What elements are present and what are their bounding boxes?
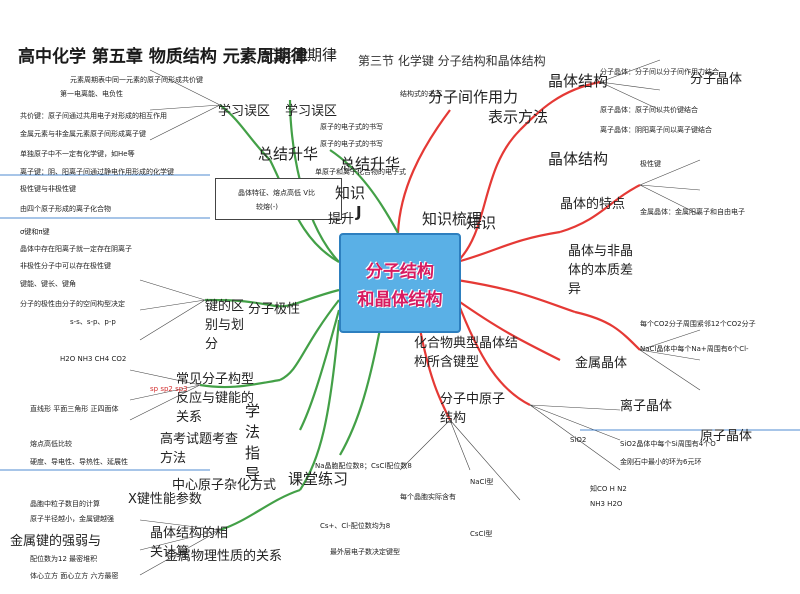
dense-p: 体心立方 面心立方 六方最密 (30, 572, 119, 580)
branch-yuanzi-ti[interactable]: 原子晶体 (700, 429, 753, 444)
branch-fenzi-ti[interactable]: 分子晶体 (690, 72, 743, 87)
dense-c: 极性键与非极性键 (20, 185, 76, 193)
branch-zongjie-2[interactable]: 总结升华 (340, 155, 401, 173)
tisheng-label: 提升 (328, 212, 355, 227)
branch-zhongxin[interactable]: 中心原子杂化方式 (172, 478, 277, 493)
bottom-note-3: Cs+、Cl-配位数均为8 (320, 522, 391, 530)
bottom-note-2: 每个晶胞实际含有 (400, 493, 456, 501)
branch-jingti-xg[interactable]: 晶体结构的相关计算 (150, 526, 229, 560)
dense-n: 原子半径越小，金属键越强 (30, 515, 114, 523)
subtitle-left: 元素周期律 (262, 46, 338, 64)
dense-b: 离子键：阴、阳离子间通过静电作用形成的化学键 (20, 168, 174, 176)
branch-zongjie[interactable]: 总结升华 (258, 145, 319, 163)
branch-fenzi-jixing[interactable]: 分子极性 (248, 302, 301, 317)
branch-changjian[interactable]: 常见分子构型反应与键能的关系 (176, 372, 255, 425)
bottom-note-4: 最外层电子数决定键型 (330, 548, 400, 556)
left-note-1: 元素周期表中同一元素的原子间形成共价键 (70, 76, 203, 84)
dense-h: s-s、s-p、p-p (70, 318, 116, 326)
branch-jiegou-top[interactable]: 晶体结构 (548, 72, 609, 90)
hub-line-1: 分子结构 (366, 262, 434, 282)
bottom-note-9: 知CO H N2 (590, 485, 627, 493)
right-note-8: 金刚石中最小的环为6元环 (620, 458, 702, 466)
dense-g: H2O NH3 CH4 CO2 (60, 355, 127, 363)
branch-jinshu[interactable]: 金属晶体 (575, 356, 628, 371)
tisheng-letter: J (356, 203, 362, 221)
branch-biaoshi[interactable]: 表示方法 (488, 108, 549, 126)
dense-j: 直线形 平面三角形 正四面体 (30, 405, 119, 413)
dense-l: 硬度、导电性、导热性、延展性 (30, 458, 128, 466)
left-note-2: 第一电离能、电负性 (60, 90, 123, 98)
branch-gaokao[interactable]: 高考试题考查方法 (160, 432, 239, 466)
center-note-3: 单原子和离子化合物的电子式 (315, 168, 406, 176)
dense-k: 熔点高低比较 (30, 440, 72, 448)
dense-a: 共价键：原子间通过共用电子对形成的相互作用 (20, 112, 167, 120)
dense-polar: 极性键 (640, 160, 661, 168)
bottom-note-7: SiO2 (570, 436, 587, 444)
center-note-2: 原子的电子式的书写 (320, 140, 383, 148)
branch-jingti-jiegou[interactable]: 晶体结构 (548, 150, 609, 168)
branch-huahe[interactable]: 化合物典型晶体结构所含键型 (414, 336, 519, 370)
bottom-note-8: NH3 H2O (590, 500, 623, 508)
dense-m: 晶胞中粒子数目的计算 (30, 500, 100, 508)
bottom-note-6: CsCl型 (470, 530, 493, 538)
knowledge-label: 知识 (335, 184, 366, 202)
bottom-note-1: Na晶胞配位数8；CsCl配位数8 (315, 462, 412, 470)
branch-x-jian[interactable]: X键性能参数 (128, 492, 202, 507)
left-note-5: 由四个原子形成的离子化合物 (20, 205, 111, 213)
branch-jingti-leixing[interactable]: 晶体与非晶体的本质差异 (568, 244, 634, 297)
central-hub[interactable]: 分子结构 和晶体结构 (339, 233, 461, 333)
right-note-2: 原子晶体：原子间以共价键结合 (600, 106, 698, 114)
right-note-1: 分子晶体：分子间以分子间作用力结合 (600, 68, 719, 76)
branch-xuefa[interactable]: 学法指导 (245, 402, 261, 483)
branch-xuexi-2[interactable]: 学习误区 (285, 104, 338, 119)
left-note-7: 非极性分子中可以存在极性键 (20, 262, 111, 270)
center-note-4: 结构式的书写 (400, 90, 442, 98)
left-note-6: 晶体中存在阳离子就一定存在阴离子 (20, 245, 132, 253)
branch-jingti-tedian[interactable]: 晶体的特点 (560, 197, 626, 212)
branch-zhishi-2[interactable]: 知识 (466, 214, 497, 232)
right-note-6: NaCl晶体中每个Na+周围有6个Cl- (640, 345, 749, 353)
branch-jian-qubie[interactable]: 键的区别与划分 (205, 299, 245, 352)
left-note-4: 单独原子中不一定有化学键，如He等 (20, 150, 135, 158)
right-note-7: SiO2晶体中每个Si周围有4个O (620, 440, 716, 448)
right-note-4: 金属晶体：金属阳离子和自由电子 (640, 208, 745, 216)
knowledge-box-line2: 较熔(-) (256, 203, 278, 211)
branch-zhishi[interactable]: 知识梳理 (422, 210, 483, 228)
branch-jinshu-wl[interactable]: 金属物理性质的关系 (165, 549, 283, 564)
hub-line-2: 和晶体结构 (357, 290, 443, 310)
right-note-3: 离子晶体：阴阳离子间以离子键结合 (600, 126, 712, 134)
center-note-1: 原子的电子式的书写 (320, 123, 383, 131)
branch-jinshu-yz[interactable]: 金属键的强弱与 (10, 534, 102, 549)
dense-o: 配位数为12 最密堆积 (30, 555, 98, 563)
dense-d: σ键和π键 (20, 228, 50, 236)
dense-i: sp sp2 sp3 (150, 385, 188, 393)
page-title: 高中化学 第五章 物质结构 元素周期律 (18, 47, 308, 67)
subtitle-right: 第三节 化学键 分子结构和晶体结构 (358, 54, 546, 68)
branch-lizi[interactable]: 离子晶体 (620, 399, 673, 414)
right-note-5: 每个CO2分子周围紧邻12个CO2分子 (640, 320, 756, 328)
dense-e: 键能、键长、键角 (20, 280, 76, 288)
dense-f: 分子的极性由分子的空间构型决定 (20, 300, 125, 308)
left-note-3: 金属元素与非金属元素原子间形成离子键 (20, 130, 146, 138)
bottom-note-5: NaCl型 (470, 478, 494, 486)
branch-fenzi-zuoyong[interactable]: 分子间作用力 (428, 88, 519, 106)
branch-yuanzi[interactable]: 分子中原子结构 (440, 392, 506, 426)
branch-xuexi[interactable]: 学习误区 (218, 104, 271, 119)
knowledge-box: 晶体特征、熔点高低 V比 较熔(-) (215, 178, 342, 220)
branch-ketang[interactable]: 课堂练习 (288, 470, 349, 488)
knowledge-box-line1: 晶体特征、熔点高低 V比 (238, 189, 316, 197)
